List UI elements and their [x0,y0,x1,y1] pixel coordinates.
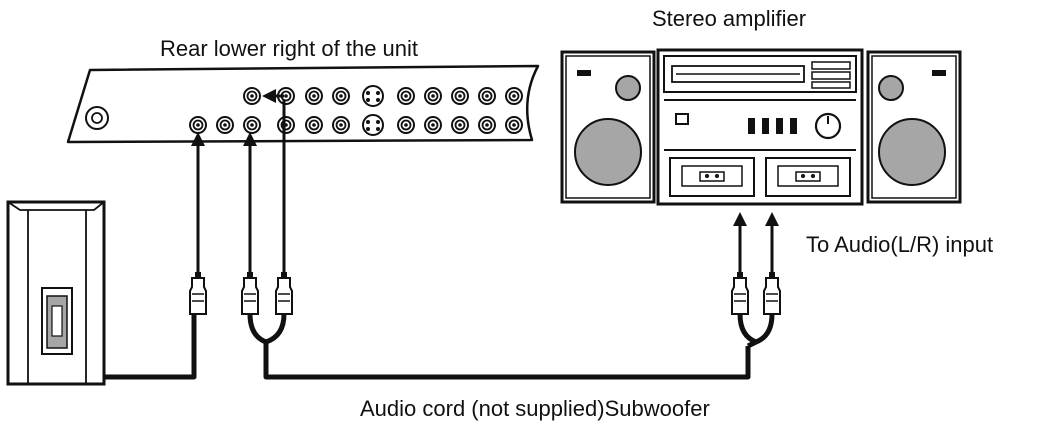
amplifier-label: Stereo amplifier [652,6,807,31]
right-speaker-icon [866,50,962,204]
amplifier-unit-icon [656,48,864,206]
audio-cord-label: Audio cord (not supplied)Subwoofer [360,396,710,421]
subwoofer-cable [104,140,200,380]
audio-cord-cable [247,100,775,380]
panel-screw-icon [85,106,109,130]
rear-panel [66,64,540,144]
arrow-into-amplifier-icon [733,212,779,280]
rear-panel-label: Rear lower right of the unit [160,36,419,61]
left-speaker-icon [560,50,656,204]
svideo-jack-icon [362,85,384,136]
audio-input-label: To Audio(L/R) input [806,232,994,257]
arrow-into-unit-icon [191,89,284,146]
stereo-amplifier [560,48,962,206]
subwoofer-icon [6,200,106,386]
rear-panel-outline [66,64,540,144]
rca-plug-icon [189,271,781,315]
